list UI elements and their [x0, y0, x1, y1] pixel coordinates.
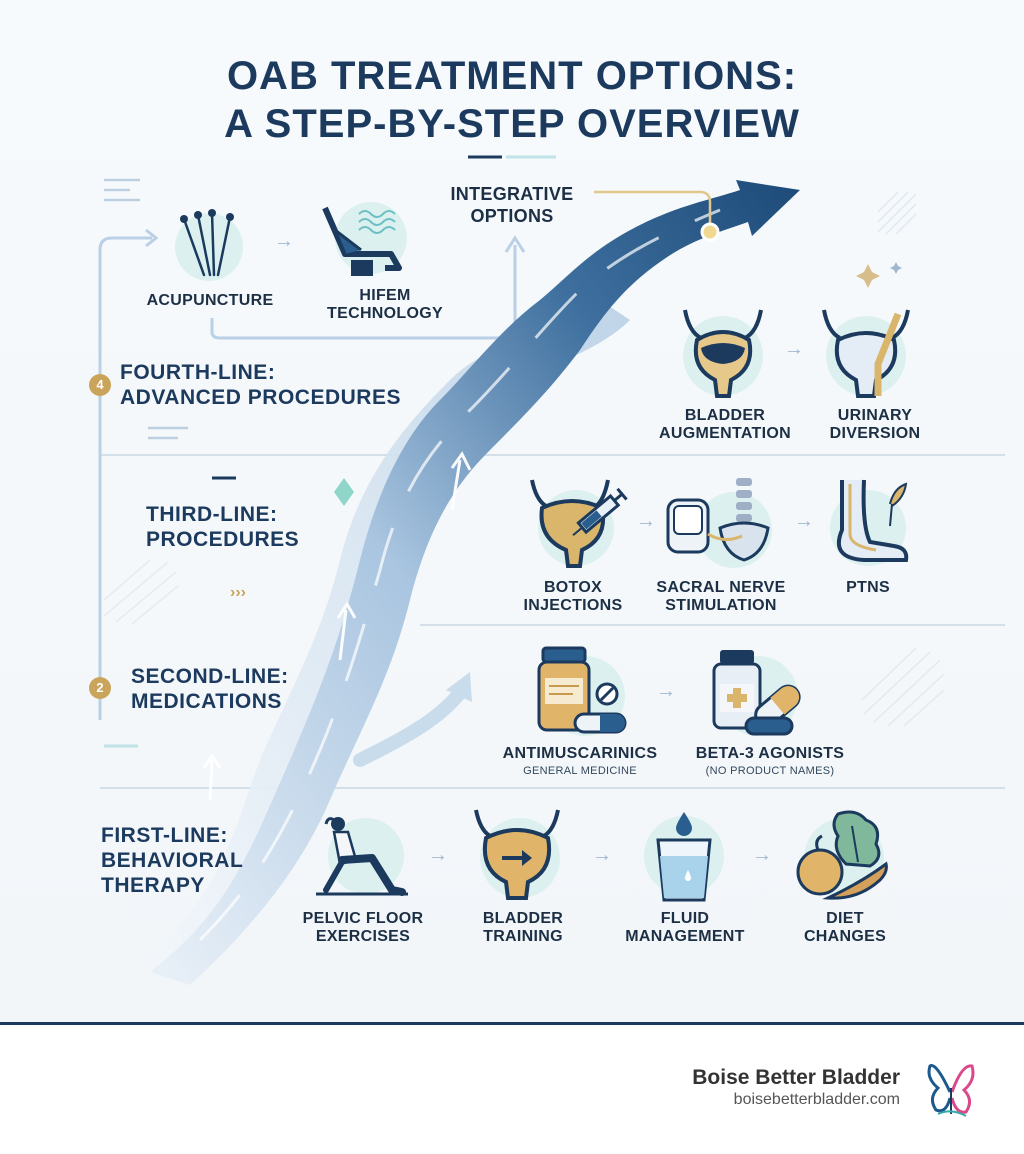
antimuscarinics-label: ANTIMUSCARINICS: [502, 745, 658, 762]
tier-badge-2: 2: [89, 677, 111, 699]
integrative-heading: INTEGRATIVE OPTIONS: [450, 184, 574, 226]
hifem-label: HIFEM TECHNOLOGY: [327, 287, 443, 322]
antimuscarinics-sublabel: GENERAL MEDICINE: [523, 765, 637, 777]
tier-badge-4: 4: [89, 374, 111, 396]
arrow-icon: →: [752, 844, 772, 866]
arrow-icon: →: [794, 510, 814, 532]
urinary-diversion-label: URINARY DIVERSION: [829, 407, 921, 442]
hifem-chair-icon: [315, 198, 415, 282]
ptns-label: PTNS: [846, 579, 890, 596]
background-diagram: ›››: [98, 155, 1005, 985]
acupuncture-needles-icon: [170, 205, 248, 283]
first-line-heading: FIRST-LINE: BEHAVIORAL THERAPY: [101, 824, 244, 897]
infographic-canvas: ›››: [0, 0, 1024, 1022]
arrow-icon: →: [636, 510, 656, 532]
page-title: OAB TREATMENT OPTIONS: A STEP-BY-STEP OV…: [0, 52, 1024, 148]
butterfly-logo-icon: [926, 1058, 976, 1120]
svg-text:›››: ›››: [230, 584, 246, 601]
brand-url-link[interactable]: boisebetterbladder.com: [733, 1091, 900, 1108]
secondary-ribbon: [140, 300, 630, 980]
footer-divider: [0, 1022, 1024, 1025]
tibial-nerve-foot-icon: [820, 474, 916, 570]
pelvic-exercise-icon: [312, 810, 412, 902]
acupuncture-label: ACUPUNCTURE: [146, 292, 274, 309]
title-line-2: A STEP-BY-STEP OVERVIEW: [224, 102, 800, 146]
third-line-heading: THIRD-LINE: PROCEDURES: [146, 503, 300, 551]
bladder-augmentation-icon: [675, 304, 771, 400]
beta3-label: BETA-3 AGONISTS: [695, 745, 845, 762]
title-line-1: OAB TREATMENT OPTIONS:: [226, 54, 798, 98]
medicine-capsule-icon: [702, 644, 810, 740]
arrow-icon: →: [592, 844, 612, 866]
medicine-bottle-icon: [525, 644, 635, 740]
second-line-heading: SECOND-LINE: MEDICATIONS: [131, 665, 289, 713]
water-glass-icon: [638, 806, 730, 904]
beta3-sublabel: (NO PRODUCT NAMES): [705, 765, 835, 777]
bladder-augmentation-label: BLADDER AUGMENTATION: [659, 407, 791, 442]
diet-changes-label: DIET CHANGES: [803, 910, 887, 945]
botox-injection-icon: [526, 476, 638, 570]
urinary-diversion-icon: [818, 304, 914, 400]
botox-label: BOTOX INJECTIONS: [523, 579, 623, 614]
left-connector: [98, 236, 152, 720]
arrow-icon: →: [656, 680, 676, 702]
arrow-icon: →: [784, 338, 804, 360]
fluid-management-label: FLUID MANAGEMENT: [625, 910, 745, 945]
vegetables-icon: [792, 806, 890, 904]
fourth-line-heading: FOURTH-LINE: ADVANCED PROCEDURES: [120, 361, 401, 409]
main-progress-ribbon: [150, 180, 800, 985]
brand-name: Boise Better Bladder: [692, 1066, 900, 1089]
pelvic-floor-label: PELVIC FLOOR EXERCISES: [302, 910, 424, 945]
sacral-nerve-label: SACRAL NERVE STIMULATION: [656, 579, 786, 614]
arrow-icon: →: [274, 230, 294, 252]
bladder-training-label: BLADDER TRAINING: [482, 910, 564, 945]
sacral-nerve-stimulator-icon: [664, 474, 782, 574]
bladder-training-icon: [470, 806, 564, 902]
arrow-icon: →: [428, 844, 448, 866]
